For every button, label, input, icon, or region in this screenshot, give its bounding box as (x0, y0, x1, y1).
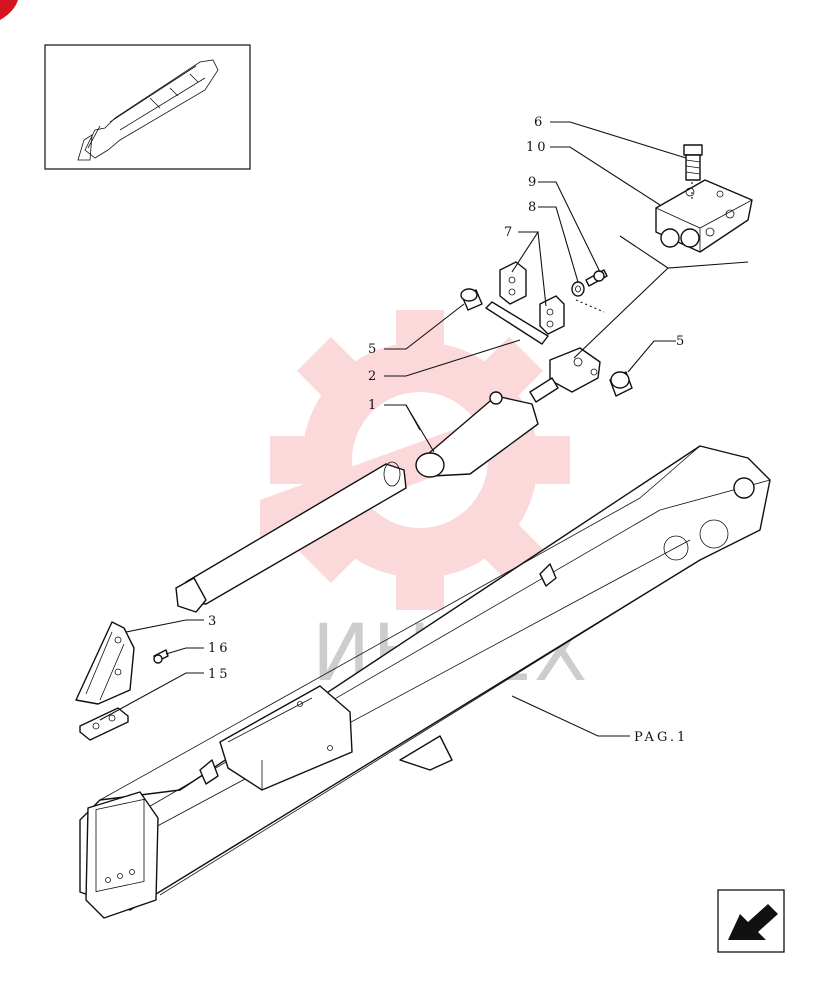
boom-arm[interactable] (79, 445, 771, 919)
callout-10: 10 (526, 140, 549, 155)
callout-5-right: 5 (676, 334, 687, 349)
callout-15: 15 (208, 667, 231, 682)
callout-6: 6 (534, 115, 545, 130)
callout-1: 1 (368, 398, 379, 413)
leader-lines (99, 121, 749, 737)
callout-7: 7 (504, 225, 515, 240)
part-5-bushing-left[interactable] (460, 288, 483, 311)
part-1-cylinder[interactable] (175, 347, 601, 613)
part-9-screw[interactable] (585, 269, 608, 287)
callout-16: 16 (208, 641, 231, 656)
part-10-valve-block[interactable] (655, 179, 753, 253)
callout-9: 9 (528, 175, 539, 190)
part-5-bushing-right[interactable] (609, 371, 633, 397)
part-6-bolt[interactable] (683, 144, 703, 181)
part-16-bolt[interactable] (153, 649, 169, 664)
callout-2: 2 (368, 369, 379, 384)
part-7-bracket-upper[interactable] (499, 261, 527, 305)
part-3-bracket[interactable] (75, 621, 135, 705)
overview-thumbnail[interactable] (44, 44, 251, 170)
part-2-pin[interactable] (485, 301, 549, 345)
callout-pag-1: PAG.1 (634, 730, 688, 745)
part-7-bracket-lower[interactable] (539, 295, 565, 335)
part-8-washer[interactable] (571, 281, 585, 297)
callout-3: 3 (208, 614, 219, 629)
red-corner-mark (0, 0, 18, 20)
callout-5-left: 5 (368, 342, 379, 357)
part-15-plate[interactable] (79, 707, 129, 741)
back-arrow-icon[interactable] (717, 889, 785, 953)
callout-8: 8 (528, 200, 539, 215)
